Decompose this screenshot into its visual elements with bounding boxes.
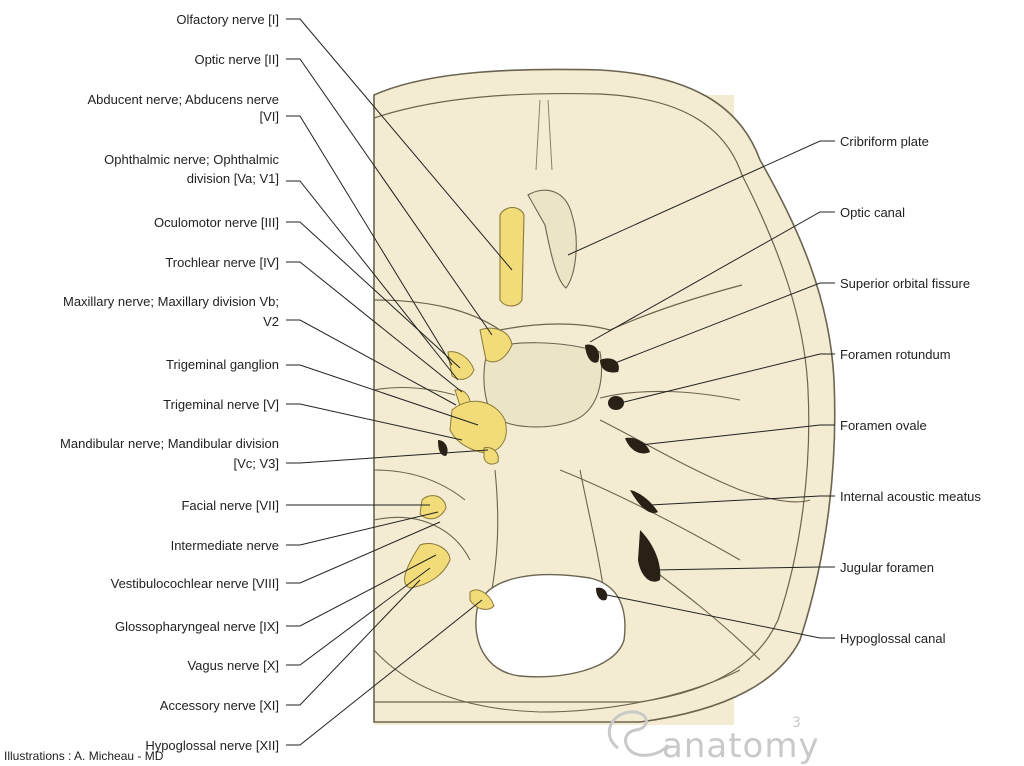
label-facial: Facial nerve [VII] bbox=[181, 498, 279, 513]
label-maxillary: Maxillary nerve; Maxillary division Vb;V… bbox=[63, 294, 279, 329]
label-foramen-rotundum: Foramen rotundum bbox=[840, 347, 951, 362]
left-leader-lines bbox=[286, 18, 513, 746]
logo-text: anatomy bbox=[662, 726, 820, 766]
label-trigeminal-ganglion: Trigeminal ganglion bbox=[166, 357, 279, 372]
label-trigeminal-nerve: Trigeminal nerve [V] bbox=[163, 397, 279, 412]
leader-foramen-rotundum bbox=[619, 353, 835, 404]
label-cribriform: Cribriform plate bbox=[840, 134, 929, 149]
leader-oculomotor bbox=[286, 221, 461, 369]
leader-foramen-ovale bbox=[639, 424, 835, 446]
left-labels: Olfactory nerve [I] Optic nerve [II] Abd… bbox=[60, 12, 279, 753]
label-olfactory: Olfactory nerve [I] bbox=[176, 12, 279, 27]
leader-glossopharyngeal bbox=[286, 554, 437, 627]
leader-trigeminal-nerve bbox=[286, 403, 463, 441]
logo-e-swash-icon bbox=[607, 710, 670, 757]
leader-optic-canal bbox=[589, 211, 835, 343]
leader-accessory bbox=[286, 579, 421, 706]
leader-trochlear bbox=[286, 261, 463, 393]
label-accessory: Accessory nerve [XI] bbox=[160, 698, 279, 713]
leader-optic bbox=[286, 58, 493, 336]
leader-trigeminal-ganglion bbox=[286, 364, 479, 426]
label-oculomotor: Oculomotor nerve [III] bbox=[154, 215, 279, 230]
right-labels: Cribriform plate Optic canal Superior or… bbox=[840, 134, 981, 646]
label-foramen-ovale: Foramen ovale bbox=[840, 418, 927, 433]
label-glossopharyngeal: Glossopharyngeal nerve [IX] bbox=[115, 619, 279, 634]
leader-jugular bbox=[654, 566, 835, 571]
label-superior-orbital: Superior orbital fissure bbox=[840, 276, 970, 291]
leader-ophthalmic bbox=[286, 180, 459, 381]
leader-cribriform bbox=[567, 140, 835, 256]
label-intermediate: Intermediate nerve bbox=[171, 538, 279, 553]
leader-abducent bbox=[286, 115, 453, 366]
leader-superior-orbital bbox=[609, 282, 835, 366]
label-jugular: Jugular foramen bbox=[840, 560, 934, 575]
leader-hypoglossal-canal bbox=[601, 593, 835, 639]
skull-base-illustration bbox=[373, 68, 836, 725]
leader-vagus bbox=[286, 567, 431, 666]
label-vagus: Vagus nerve [X] bbox=[187, 658, 279, 673]
leader-olfactory bbox=[286, 18, 513, 271]
leader-intermediate bbox=[286, 511, 439, 546]
label-hypoglossal-canal: Hypoglossal canal bbox=[840, 631, 946, 646]
label-optic: Optic nerve [II] bbox=[194, 52, 279, 67]
illustration-credit: Illustrations : A. Micheau - MD bbox=[4, 749, 164, 763]
label-vestibulocochlear: Vestibulocochlear nerve [VIII] bbox=[111, 576, 279, 591]
label-trochlear: Trochlear nerve [IV] bbox=[165, 255, 279, 270]
leader-vestibulocochlear bbox=[286, 521, 441, 584]
leader-mandibular bbox=[286, 449, 489, 464]
label-internal-acoustic: Internal acoustic meatus bbox=[840, 489, 981, 504]
leader-maxillary bbox=[286, 319, 457, 406]
right-leader-lines bbox=[567, 140, 835, 639]
label-optic-canal: Optic canal bbox=[840, 205, 905, 220]
leader-internal-acoustic bbox=[649, 495, 835, 506]
label-abducent: Abducent nerve; Abducens nerve[VI] bbox=[87, 92, 279, 124]
label-mandibular: Mandibular nerve; Mandibular division[Vc… bbox=[60, 436, 279, 471]
logo-superscript: 3 bbox=[792, 715, 801, 731]
label-hypoglossal-nerve: Hypoglossal nerve [XII] bbox=[145, 738, 279, 753]
e-anatomy-logo: anatomy 3 bbox=[607, 710, 820, 766]
leader-hypoglossal-nerve bbox=[286, 599, 483, 746]
